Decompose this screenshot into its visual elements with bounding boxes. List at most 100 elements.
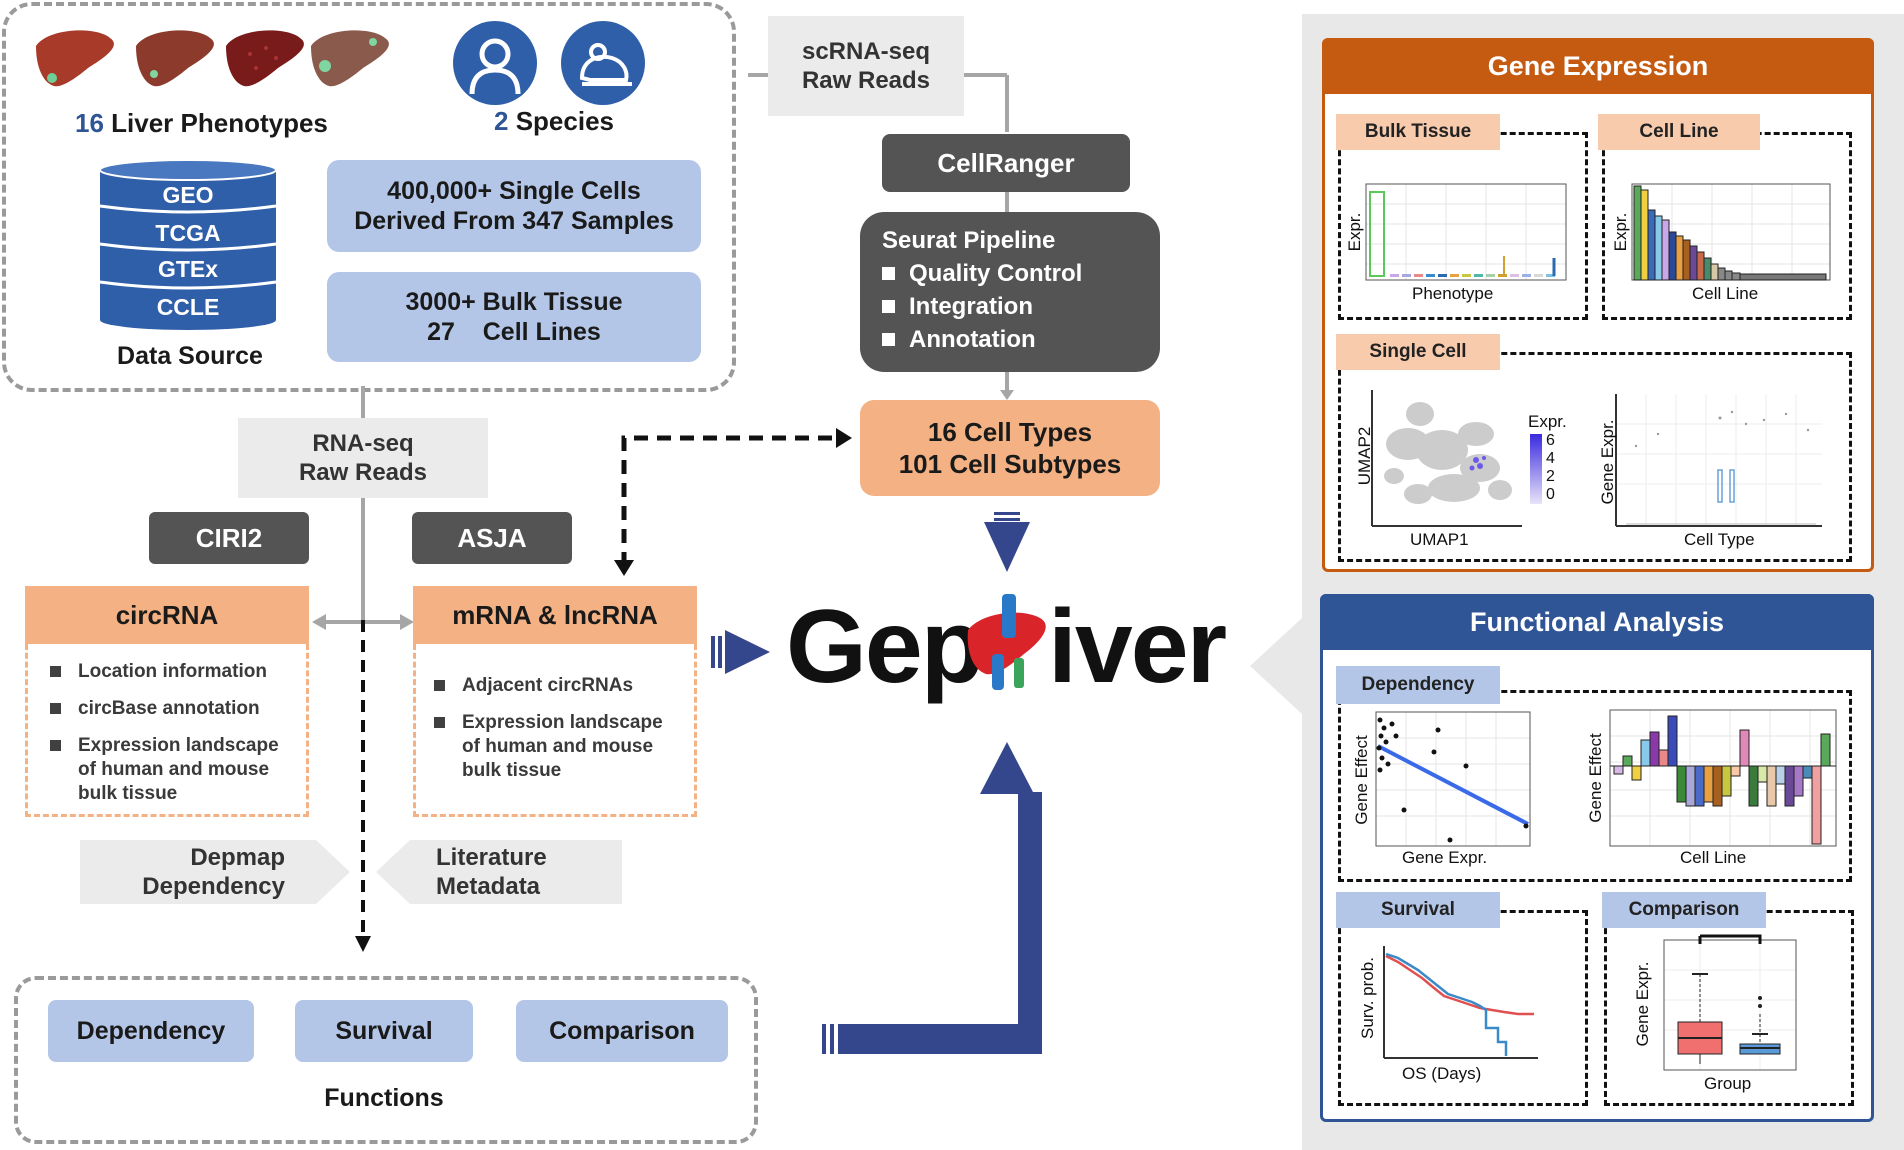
legend-tick-4: 4: [1546, 450, 1555, 467]
bar-xlabel: Cell Line: [1680, 848, 1747, 867]
cell-line-tab: Cell Line: [1598, 114, 1760, 150]
seurat-pipeline-box: Seurat Pipeline Quality Control Integrat…: [860, 212, 1160, 372]
function-survival-button[interactable]: Survival: [295, 1000, 473, 1062]
dependency-box: [1338, 690, 1852, 882]
scatter-ylabel: Gene Effect: [1352, 735, 1371, 825]
mrna-item: Adjacent circRNAs: [432, 674, 682, 698]
literature-label: Literature Metadata: [436, 843, 616, 901]
survival-curve: [1383, 946, 1538, 1059]
phenotypes-caption: 16 Liver Phenotypes: [75, 108, 328, 139]
liver-icon: [136, 30, 214, 87]
cell-types-line2: 101 Cell Subtypes: [898, 449, 1122, 479]
seurat-step-label: Integration: [909, 293, 1033, 320]
mrna-bullet-list: Adjacent circRNAs Expression landscape o…: [432, 674, 682, 796]
bulk-tissue-ylabel: Expr.: [1345, 212, 1364, 252]
comparison-boxplot: [1663, 934, 1797, 1071]
comparison-ylabel: Gene Expr.: [1633, 961, 1652, 1047]
seurat-step: Annotation: [882, 323, 1138, 356]
literature-line2: Metadata: [436, 873, 541, 900]
bulk-tissue-xlabel: Phenotype: [1412, 284, 1494, 303]
seurat-step: Integration: [882, 290, 1138, 323]
depmap-label: Depmap Dependency: [130, 843, 330, 901]
single-cells-line1: 400,000+ Single Cells: [387, 177, 641, 205]
phenotypes-label: Liver Phenotypes: [111, 108, 328, 138]
liver-icon: [36, 30, 114, 87]
scatter-xlabel: Gene Expr.: [1402, 848, 1488, 867]
legend-tick-6: 6: [1546, 432, 1555, 449]
single-cell-box: [1338, 352, 1852, 562]
cell-line-xlabel: Cell Line: [1692, 284, 1759, 303]
seurat-title: Seurat Pipeline: [882, 227, 1056, 254]
cellranger-tag: CellRanger: [882, 134, 1130, 192]
umap-plot: [1371, 390, 1522, 527]
asja-tag: ASJA: [412, 512, 572, 564]
bulk-tissue-tab: Bulk Tissue: [1336, 114, 1500, 150]
cell-types-line1: 16 Cell Types: [927, 417, 1093, 447]
checkbox-square-icon: [882, 333, 895, 346]
comparison-xlabel: Group: [1704, 1074, 1752, 1093]
circrna-item: Location information: [48, 660, 298, 684]
bulk-tissue-chart: [1365, 183, 1567, 281]
circrna-bullet-list: Location information circBase annotation…: [48, 660, 298, 819]
human-icon: [453, 21, 537, 105]
circrna-item: circBase annotation: [48, 697, 298, 721]
phenotype-boxplots: [1390, 274, 1555, 277]
logo-text-right: iver: [1048, 589, 1227, 705]
literature-arrow-shape: [376, 840, 622, 904]
comparison-tab: Comparison: [1602, 892, 1766, 928]
function-dependency-button[interactable]: Dependency: [48, 1000, 254, 1062]
phenotypes-number: 16: [75, 108, 104, 138]
depmap-line2: Dependency: [142, 873, 285, 900]
species-icons: [453, 21, 645, 105]
depmap-line1: Depmap: [190, 844, 285, 871]
species-caption: 2 Species: [494, 106, 614, 137]
functional-analysis-title: Functional Analysis: [1320, 594, 1874, 650]
scrna-line2: Raw Reads: [801, 67, 931, 94]
single-cell-tab: Single Cell: [1336, 334, 1500, 370]
legend-tick-2: 2: [1546, 468, 1555, 485]
circrna-box: [25, 644, 309, 817]
species-number: 2: [494, 106, 509, 136]
mrna-item: Expression landscape of human and mouse …: [432, 711, 682, 783]
species-label: Species: [515, 106, 614, 136]
survival-tab: Survival: [1336, 892, 1500, 928]
liver-icon: [311, 30, 389, 87]
umap-ylabel: UMAP2: [1355, 426, 1374, 486]
seurat-step: Quality Control: [882, 257, 1138, 290]
umap-xlabel: UMAP1: [1410, 530, 1469, 549]
cell-type-xlabel: Cell Type: [1684, 530, 1755, 549]
rnaseq-line2: Raw Reads: [298, 459, 428, 486]
functions-frame: [14, 976, 758, 1144]
bar-ylabel: Gene Effect: [1586, 733, 1605, 823]
rnaseq-line1: RNA-seq: [312, 430, 414, 457]
cell-line-chart: [1631, 183, 1831, 281]
mouse-icon: [561, 21, 645, 105]
scrna-line1: scRNA-seq: [801, 38, 931, 65]
legend-gradient: [1530, 434, 1542, 504]
cell-type-violin-plot: [1615, 394, 1822, 527]
function-comparison-button[interactable]: Comparison: [516, 1000, 728, 1062]
circrna-item: Expression landscape of human and mouse …: [48, 734, 298, 806]
legend-tick-0: 0: [1546, 486, 1555, 503]
data-source-frame: [2, 2, 736, 392]
survival-ylabel: Surv. prob.: [1358, 957, 1377, 1039]
depmap-arrow-shape: [80, 840, 350, 904]
dependency-scatter: [1375, 711, 1531, 847]
gene-expression-title: Gene Expression: [1322, 38, 1874, 94]
seurat-step-label: Quality Control: [909, 260, 1083, 287]
bulk-line1: 3000+ Bulk Tissue: [405, 288, 623, 316]
checkbox-square-icon: [882, 267, 895, 280]
db-tcga: TCGA: [155, 220, 221, 246]
ciri2-tag: CIRI2: [149, 512, 309, 564]
dependency-bar-chart: [1609, 709, 1837, 847]
liver-logo-icon: [967, 594, 1046, 690]
cell-line-bars: [1633, 185, 1827, 281]
cell-line-ylabel: Expr.: [1611, 212, 1630, 252]
mrna-header: mRNA & lncRNA: [413, 586, 697, 644]
circrna-header: circRNA: [25, 586, 309, 644]
single-cells-line2: Derived From 347 Samples: [354, 207, 674, 235]
dependency-tab: Dependency: [1336, 666, 1500, 704]
legend-title: Expr.: [1528, 412, 1567, 431]
